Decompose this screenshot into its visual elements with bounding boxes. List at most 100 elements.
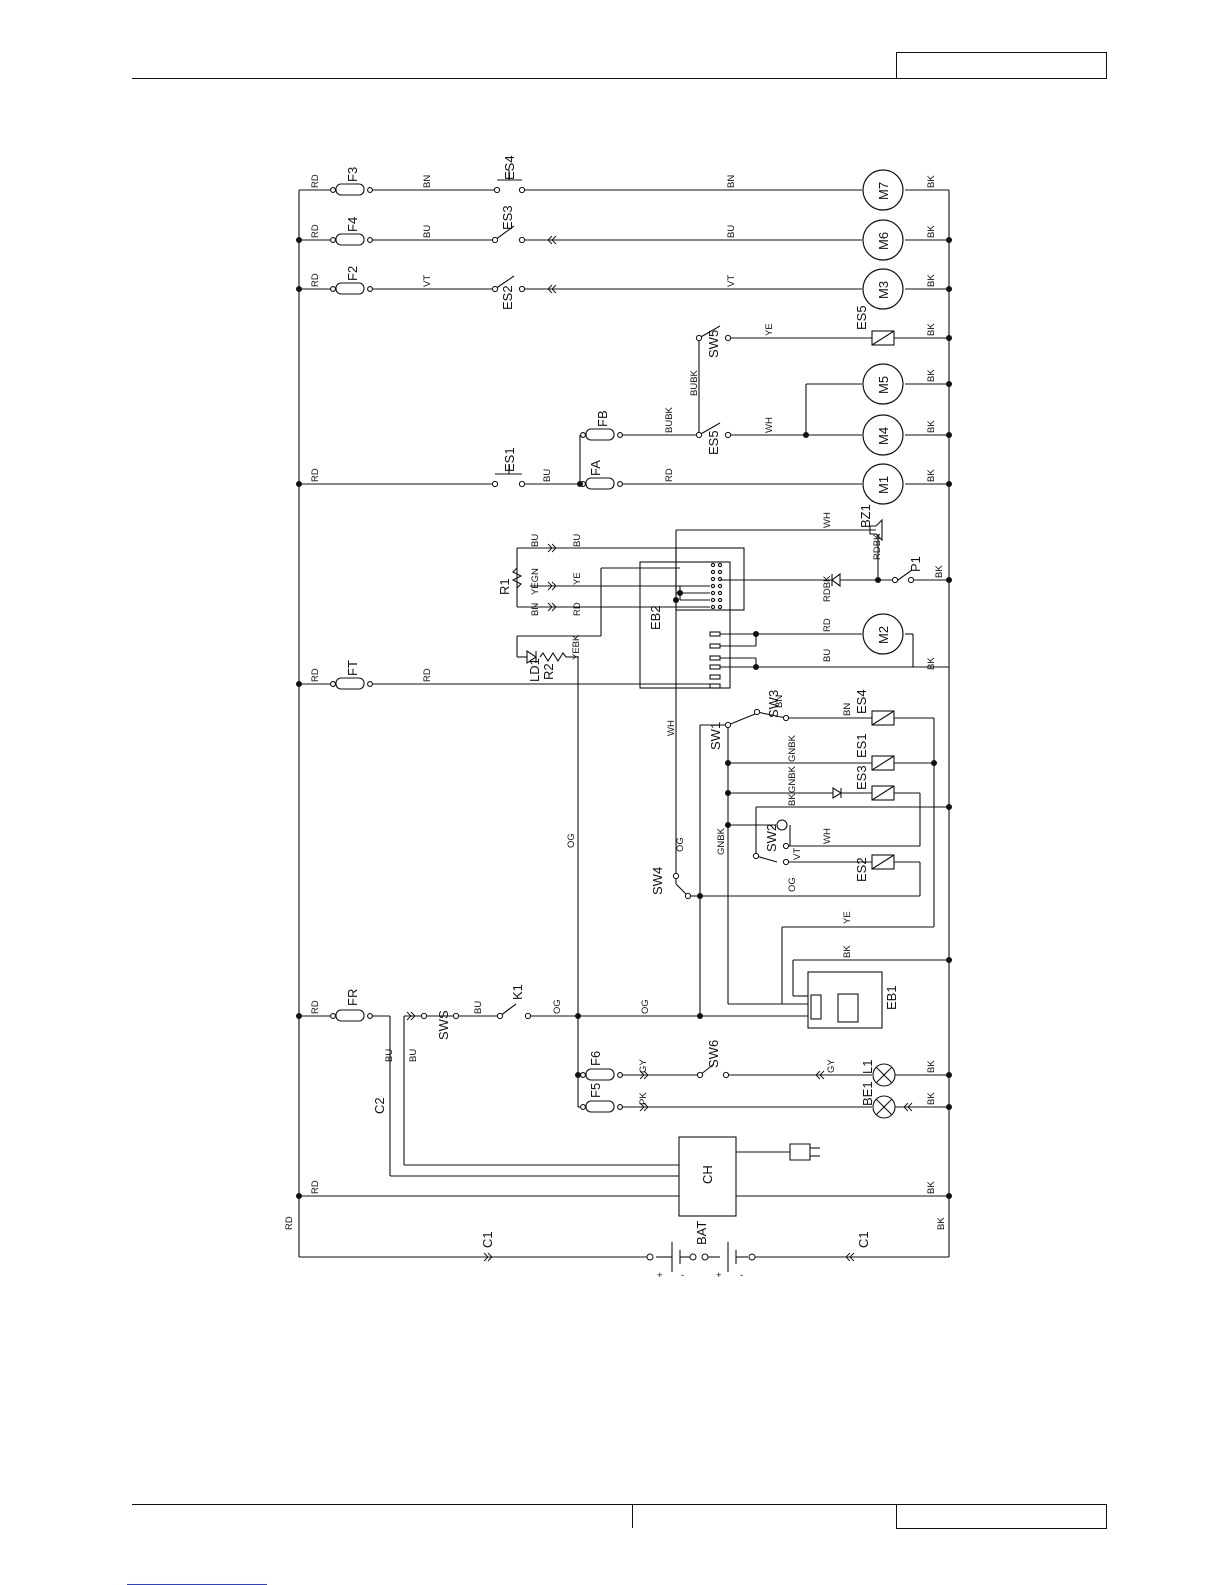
motor-label-m3: M3	[876, 281, 891, 299]
switch-label-es4: ES4	[502, 155, 517, 180]
switch-label-es5: ES5	[706, 430, 721, 455]
wire-bk-m4: BK	[926, 420, 937, 433]
polarity-plus-1: +	[657, 1270, 663, 1281]
wire-bu-m2: BU	[822, 649, 833, 662]
wire-bu-m6b: BU	[726, 225, 737, 238]
wire-gy-f6: GY	[638, 1059, 649, 1073]
coil-label-es5: ES5	[854, 305, 869, 330]
wire-bk-m3: BK	[926, 274, 937, 287]
wire-vt-m3b: VT	[726, 275, 737, 287]
motor-label-m7: M7	[876, 182, 891, 200]
label-ch: CH	[700, 1165, 715, 1184]
wire-rd-r1: RD	[572, 602, 583, 616]
header-rule	[132, 78, 1107, 79]
wire-gnbk-es1: GNBK	[787, 734, 798, 762]
motor-label-m1: M1	[876, 476, 891, 494]
label-fr: FR	[345, 989, 360, 1006]
wire-wh-m4: WH	[764, 417, 775, 433]
label-be1: BE1	[860, 1081, 875, 1106]
label-f6: F6	[588, 1051, 603, 1066]
wire-bn-es4: BN	[842, 703, 853, 716]
wire-yebk: YEBK	[571, 634, 582, 660]
wire-rd-m6: RD	[310, 224, 321, 238]
fuse-label-f4: F4	[345, 217, 360, 232]
wire-bu-m1: BU	[542, 469, 553, 482]
wire-wh-sw2: WH	[822, 828, 833, 844]
wire-bk-m7: BK	[926, 175, 937, 188]
label-f5: F5	[588, 1083, 603, 1098]
label-sw6: SW6	[706, 1040, 721, 1068]
wire-bk-be1: BK	[926, 1092, 937, 1105]
wire-bk-m1: BK	[926, 469, 937, 482]
label-ft: FT	[345, 660, 360, 676]
wire-rd-fr: RD	[310, 1000, 321, 1014]
wire-bk-es3: BK	[787, 793, 798, 806]
wire-wh-bz1: WH	[822, 512, 833, 528]
label-p1: P1	[908, 556, 923, 572]
wire-bu-c2a: BU	[384, 1049, 395, 1062]
wire-bk-m5: BK	[926, 369, 937, 382]
wire-bu-r1b: BU	[572, 534, 583, 547]
switch-label-es3: ES3	[500, 205, 515, 230]
fuse-label-f3: F3	[345, 167, 360, 182]
wire-pk-f5: PK	[638, 1092, 649, 1105]
wire-bk-m6: BK	[926, 225, 937, 238]
wire-bn-sw3: BN	[774, 695, 785, 708]
wire-og-es2: OG	[787, 877, 798, 892]
label-m2: M2	[876, 626, 891, 644]
label-ld1: LD1	[527, 658, 542, 682]
label-es4-coil: ES4	[854, 689, 869, 714]
wire-bn-m7a: BN	[422, 175, 433, 188]
motor-label-m6: M6	[876, 232, 891, 250]
wire-ye-r1: YE	[572, 572, 583, 585]
wire-vt-m3a: VT	[422, 275, 433, 287]
wire-rd-bat: RD	[284, 1216, 295, 1230]
fuse-label-fb: FB	[595, 410, 610, 427]
motor-label-m4: M4	[876, 427, 891, 445]
label-c1-left: C1	[480, 1231, 495, 1248]
fuse-label-fa: FA	[588, 460, 603, 476]
label-c1-right: C1	[856, 1231, 871, 1248]
wire-rd-ft2: RD	[422, 668, 433, 682]
wire-bk-m2: BK	[926, 657, 937, 670]
polarity-minus-1: -	[681, 1270, 684, 1281]
wire-bk-p1: BK	[934, 565, 945, 578]
polarity-minus-2: -	[740, 1270, 743, 1281]
label-sw2: SW2	[764, 824, 779, 852]
wire-bk-l1: BK	[926, 1060, 937, 1073]
footer-divider	[632, 1504, 633, 1528]
wire-bk-es5: BK	[926, 323, 937, 336]
label-eb1: EB1	[884, 985, 899, 1010]
label-r2: R2	[541, 663, 556, 680]
polarity-plus-2: +	[716, 1270, 722, 1281]
wire-bk-bat: BK	[936, 1217, 947, 1230]
wire-wh-vertical: WH	[666, 720, 677, 736]
label-r1: R1	[497, 578, 512, 595]
footer-rule	[132, 1504, 1107, 1505]
wire-bu-r1a: BU	[530, 534, 541, 547]
wire-bk-eb1: BK	[842, 945, 853, 958]
wire-og-eb1: OG	[640, 999, 651, 1014]
label-es1-coil: ES1	[854, 733, 869, 758]
label-sws: SWS	[436, 1010, 451, 1040]
wire-gy-l1: GY	[826, 1059, 837, 1073]
wire-rdbk-p1: RDBK	[822, 575, 833, 602]
label-sw1: SW1	[708, 722, 723, 750]
wire-yegn: YEGN	[530, 568, 541, 595]
wire-rdbk-bz1: RDBK	[872, 533, 883, 560]
wire-rd-m7: RD	[310, 174, 321, 188]
wire-rd-m1: RD	[310, 468, 321, 482]
wire-gnbk-sw2: GNBK	[716, 827, 727, 855]
switch-label-es2: ES2	[500, 285, 515, 310]
label-bz1: BZ1	[858, 504, 873, 528]
wire-rd-m3: RD	[310, 273, 321, 287]
wire-bk-ch: BK	[926, 1181, 937, 1194]
wire-rd-m1b: RD	[664, 468, 675, 482]
wire-og-sw4: OG	[675, 837, 686, 852]
label-k1: K1	[510, 984, 525, 1000]
wire-bu-m6a: BU	[422, 225, 433, 238]
wire-bubk-m4: BUBK	[664, 406, 675, 433]
wire-ye-eb1: YE	[842, 911, 853, 924]
label-sw4: SW4	[650, 867, 665, 895]
